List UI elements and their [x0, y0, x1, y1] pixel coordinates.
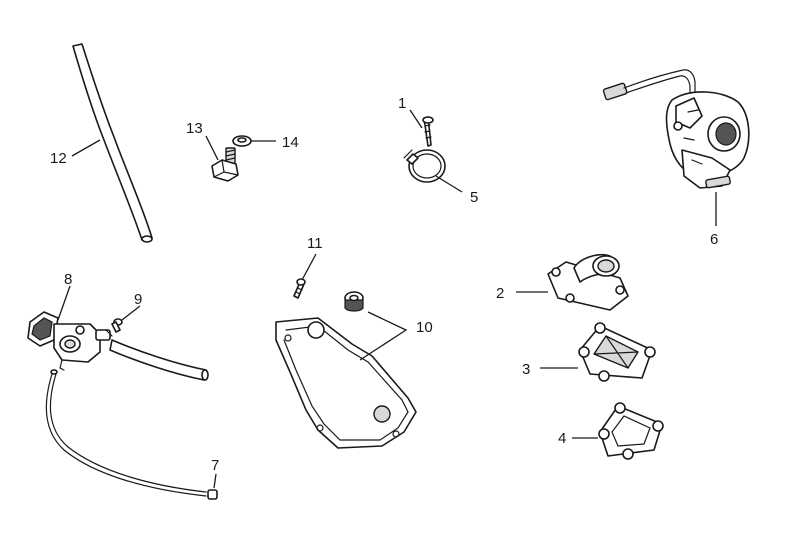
leader-8 — [57, 285, 71, 321]
callout-14: 14 — [282, 134, 299, 151]
callout-1: 1 — [398, 95, 406, 112]
leader-10 — [359, 311, 408, 361]
callout-5: 5 — [470, 189, 478, 206]
part-2-intake-manifold — [547, 253, 629, 311]
leader-12 — [71, 139, 101, 157]
callout-10: 10 — [416, 319, 433, 336]
part-8-fuel-tap — [27, 311, 111, 371]
part-11-screw — [293, 278, 306, 299]
leader-7 — [213, 473, 217, 489]
leader-13 — [205, 135, 219, 161]
part-10-cover-plate — [275, 317, 417, 449]
part-5-clamp — [403, 149, 446, 183]
part-1-screw — [422, 116, 434, 147]
callout-13: 13 — [186, 120, 203, 137]
part-10-plug — [344, 291, 364, 312]
callout-7: 7 — [211, 457, 219, 474]
part-short-hose — [109, 339, 209, 381]
part-4-gasket — [598, 402, 664, 460]
part-6-carburetor — [602, 69, 750, 189]
part-7-fuel-line — [45, 369, 218, 500]
callout-8: 8 — [64, 271, 72, 288]
part-9-screw — [105, 318, 123, 337]
leader-5 — [435, 175, 463, 193]
callout-numbers: 1 2 3 4 5 6 7 8 9 10 11 12 13 14 — [50, 95, 718, 474]
callout-6: 6 — [710, 231, 718, 248]
callout-12: 12 — [50, 150, 67, 167]
part-13-bolt — [211, 147, 239, 182]
part-14-washer — [232, 135, 252, 147]
leader-11 — [301, 253, 317, 281]
callout-11: 11 — [307, 235, 323, 252]
leader-lines — [57, 109, 717, 489]
leader-9 — [121, 305, 141, 321]
callout-9: 9 — [134, 291, 142, 308]
callout-4: 4 — [558, 430, 566, 447]
callout-3: 3 — [522, 361, 530, 378]
part-3-reed-valve — [578, 322, 656, 382]
callout-2: 2 — [496, 285, 504, 302]
part-12-hose — [72, 43, 153, 243]
leader-1 — [409, 109, 423, 129]
